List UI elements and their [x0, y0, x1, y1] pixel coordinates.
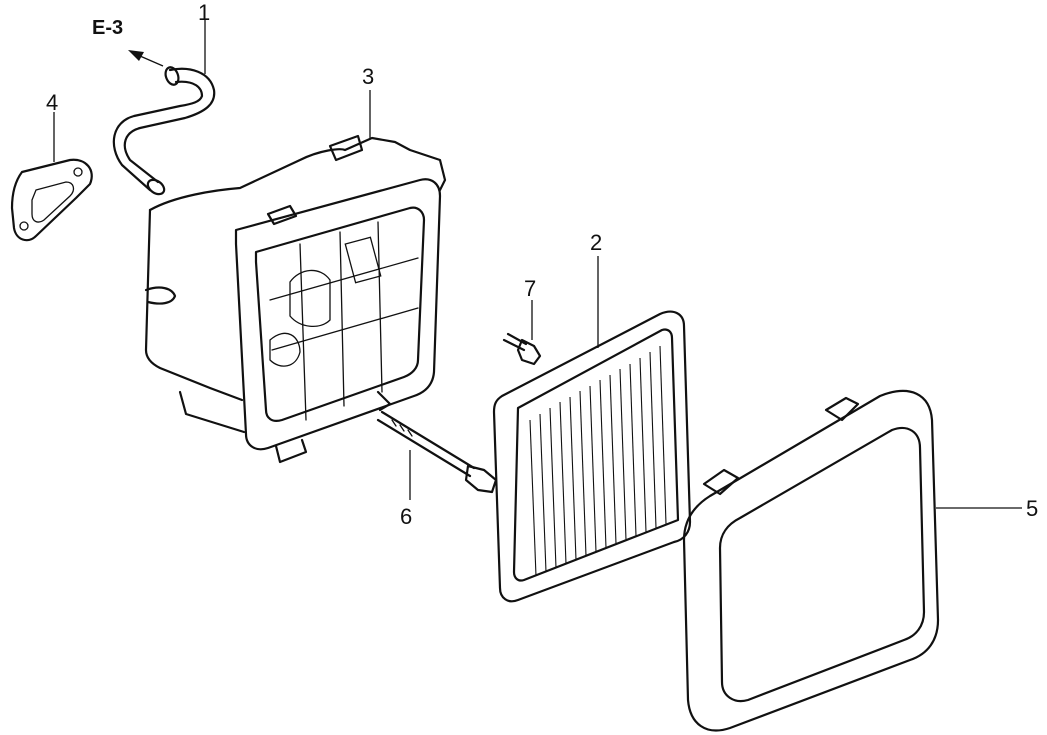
gasket-part: 4	[10, 90, 93, 242]
filter-element-part: 2	[492, 230, 692, 603]
reference-label: E-3	[92, 17, 123, 39]
air-cleaner-case-part: 3	[144, 64, 447, 464]
hose-part: 1	[112, 0, 216, 196]
part-number-2: 2	[590, 230, 602, 255]
short-bolt-part: 7	[502, 276, 542, 366]
part-number-7: 7	[524, 276, 536, 301]
arrow-icon	[128, 50, 144, 61]
part-number-4: 4	[46, 90, 58, 115]
part-number-5: 5	[1026, 496, 1038, 521]
long-bolt-part: 6	[376, 410, 498, 529]
part-number-3: 3	[362, 64, 374, 89]
reference-callout: E-3	[92, 17, 164, 67]
part-number-1: 1	[198, 0, 210, 25]
cover-part: 5	[682, 390, 1038, 732]
part-number-6: 6	[400, 504, 412, 529]
